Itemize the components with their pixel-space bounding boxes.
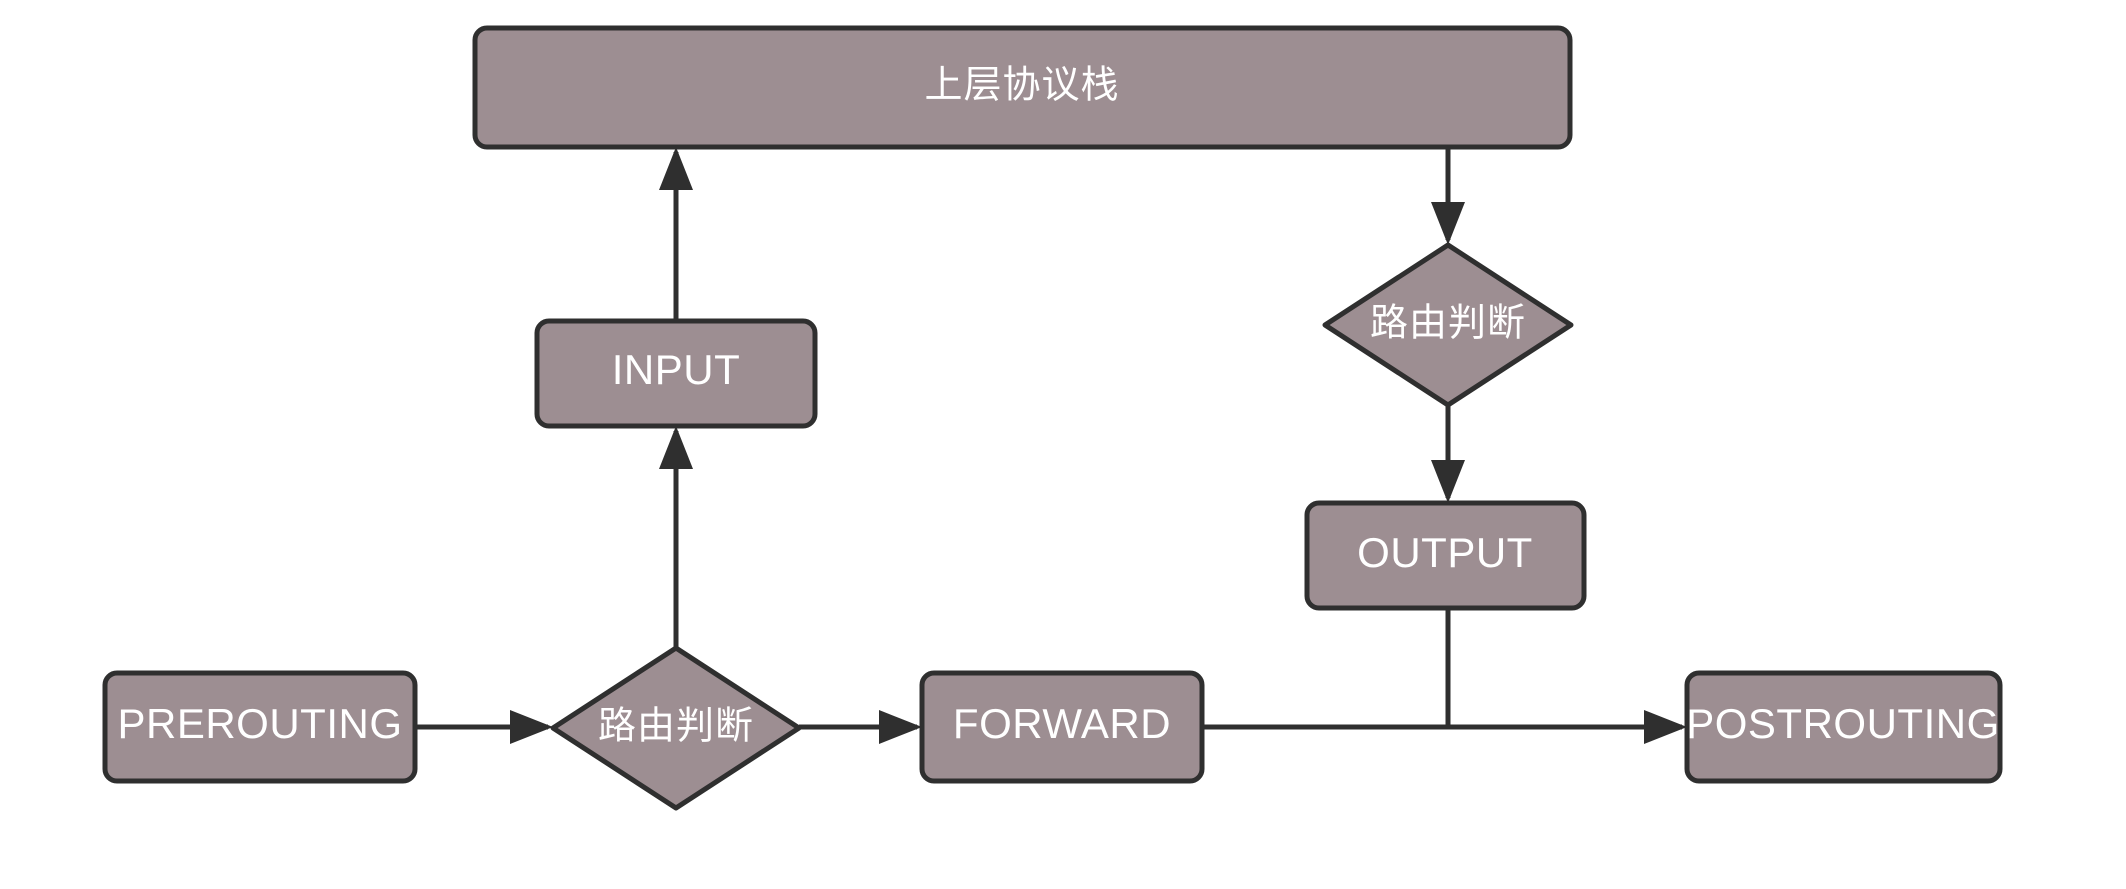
- edge-route-right-to-output-arrowhead-icon: [1431, 460, 1465, 503]
- edge-forward-to-postrouting-arrowhead-icon: [1644, 710, 1687, 744]
- edge-route-left-to-forward-arrowhead-icon: [879, 710, 922, 744]
- edge-upper-stack-to-route-right: [1431, 147, 1465, 245]
- prerouting-shape[interactable]: [102, 670, 418, 784]
- edge-input-to-upper-stack-arrowhead-icon: [659, 147, 693, 190]
- node-input[interactable]: INPUT: [534, 318, 818, 429]
- input-shape[interactable]: [534, 318, 818, 429]
- route-decision-left-shape[interactable]: [550, 645, 802, 811]
- output-shape[interactable]: [1304, 500, 1587, 611]
- node-postrouting[interactable]: POSTROUTING: [1684, 670, 2003, 784]
- edge-route-left-to-input: [659, 426, 693, 648]
- route-decision-right-shape[interactable]: [1322, 242, 1574, 408]
- node-prerouting[interactable]: PREROUTING: [102, 670, 418, 784]
- edge-upper-stack-to-route-right-arrowhead-icon: [1431, 202, 1465, 245]
- node-output[interactable]: OUTPUT: [1304, 500, 1587, 611]
- edges-layer: [415, 147, 1687, 744]
- node-upper-stack[interactable]: 上层协议栈: [472, 25, 1573, 150]
- node-forward[interactable]: FORWARD: [919, 670, 1205, 784]
- forward-shape[interactable]: [919, 670, 1205, 784]
- edge-prerouting-to-route-left-arrowhead-icon: [510, 710, 553, 744]
- node-route-decision-left[interactable]: 路由判断: [550, 645, 802, 811]
- edge-input-to-upper-stack: [659, 147, 693, 321]
- edge-prerouting-to-route-left: [415, 710, 553, 744]
- edge-route-left-to-input-arrowhead-icon: [659, 426, 693, 469]
- edge-route-right-to-output: [1431, 405, 1465, 503]
- node-route-decision-right[interactable]: 路由判断: [1322, 242, 1574, 408]
- edge-route-left-to-forward: [799, 710, 922, 744]
- nodes-layer: 上层协议栈 INPUT 路由判断 PREROUTING FORWARD POSTROUTI…: [102, 25, 2003, 811]
- postrouting-shape[interactable]: [1684, 670, 2003, 784]
- upper-stack-shape[interactable]: [472, 25, 1573, 150]
- edge-forward-to-postrouting: [1202, 710, 1687, 744]
